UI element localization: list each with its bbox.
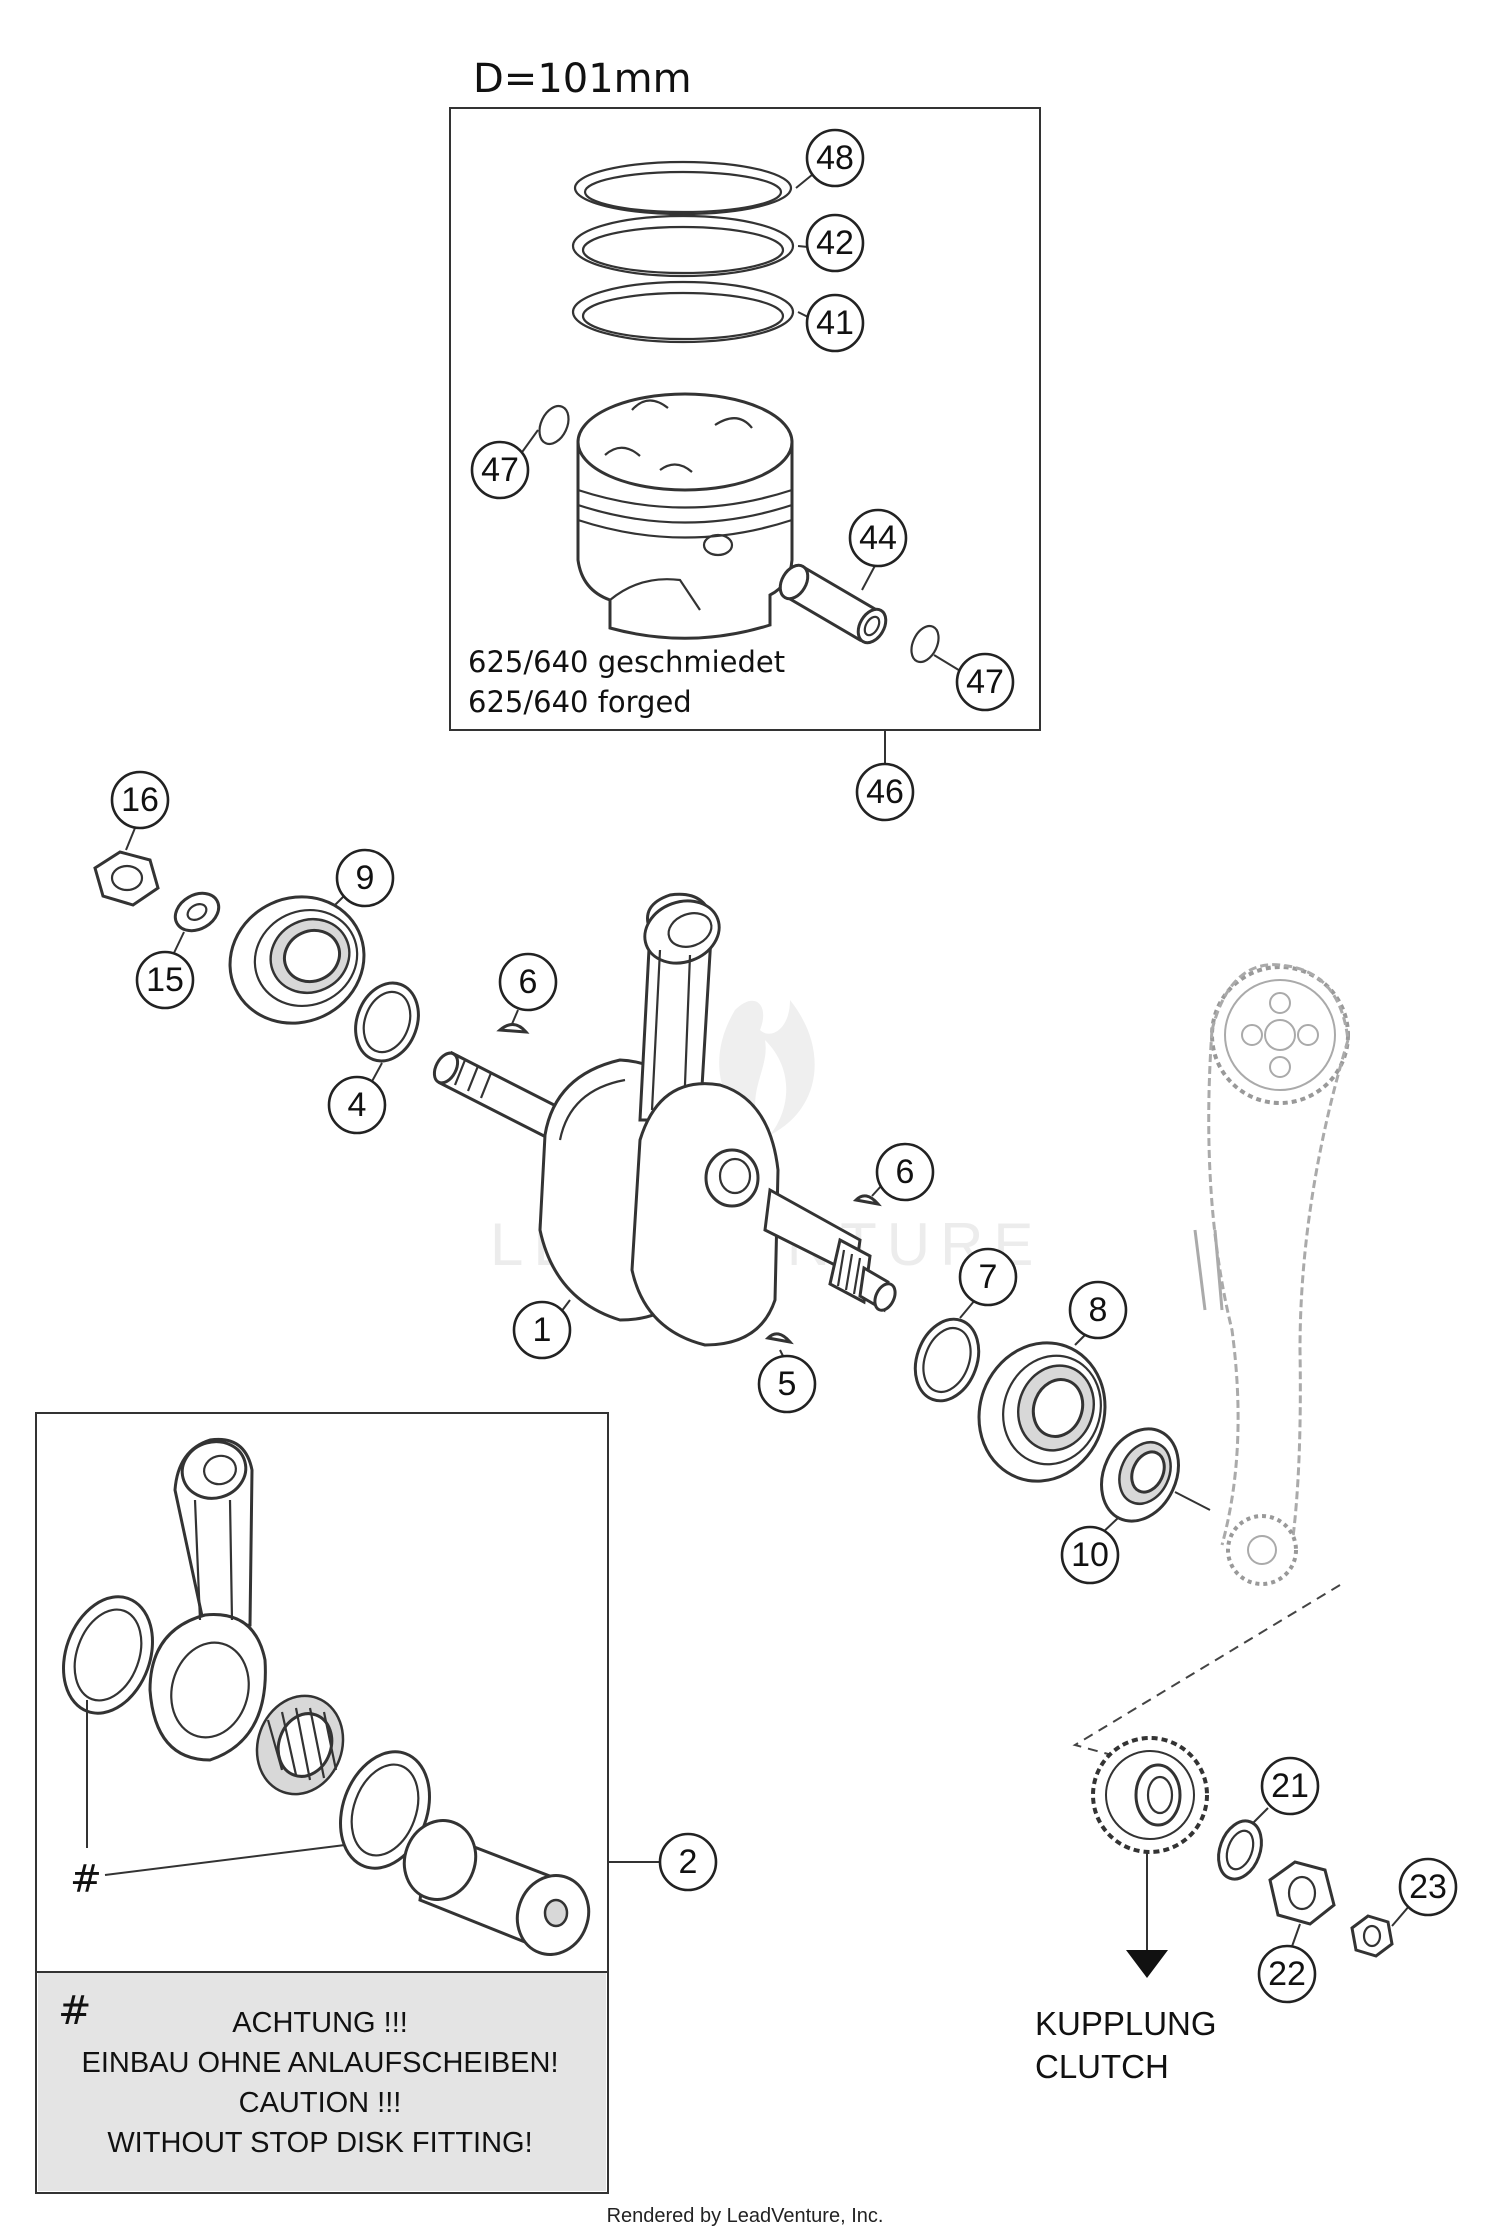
svg-text:16: 16 xyxy=(121,781,159,819)
svg-text:6: 6 xyxy=(519,963,538,1001)
key-left-part xyxy=(496,1023,530,1034)
small-nut-part xyxy=(1350,1914,1394,1958)
circlip-right-part xyxy=(910,624,940,664)
piston xyxy=(576,392,794,640)
piston-box: D=101mm xyxy=(449,56,1041,772)
label-10: 10 xyxy=(1060,1525,1120,1585)
note-line-3: CAUTION !!! xyxy=(239,2087,402,2119)
svg-text:42: 42 xyxy=(816,224,854,262)
note-background xyxy=(38,1972,606,2191)
lock-washer-part xyxy=(1217,1819,1263,1881)
gear-nut-part xyxy=(1268,1860,1336,1926)
variant-line-2: 625/640 forged xyxy=(468,685,692,719)
label-8: 8 xyxy=(1068,1280,1128,1340)
diameter-label: D=101mm xyxy=(473,56,692,102)
label-23: 23 xyxy=(1398,1857,1458,1917)
dashed-connector xyxy=(1072,1584,1341,1761)
label-46: 46 xyxy=(855,762,915,822)
label-48: 48 xyxy=(805,128,865,188)
svg-text:22: 22 xyxy=(1268,1955,1306,1993)
label-21: 21 xyxy=(1260,1756,1320,1816)
label-7: 7 xyxy=(958,1247,1018,1307)
label-42: 42 xyxy=(805,213,865,273)
crank-left-side xyxy=(93,827,530,1086)
piston-box-frame xyxy=(449,107,1041,731)
svg-text:5: 5 xyxy=(778,1365,797,1403)
label-2: 2 xyxy=(658,1832,718,1892)
label-6-left: 6 xyxy=(498,952,558,1012)
clutch-caption-en: CLUTCH xyxy=(1035,2048,1169,2085)
label-44: 44 xyxy=(848,508,908,568)
part-labels: 48 42 41 47 44 47 46 16 15 9 4 6 6 1 5 7… xyxy=(110,128,1458,2004)
label-47-right: 47 xyxy=(955,652,1015,712)
svg-text:47: 47 xyxy=(481,451,519,489)
circlip-left-part xyxy=(538,404,570,446)
nut-part xyxy=(93,850,160,907)
clutch-caption-de: KUPPLUNG xyxy=(1035,2005,1217,2042)
label-5: 5 xyxy=(757,1354,817,1414)
svg-text:23: 23 xyxy=(1409,1868,1447,1906)
credit-text: Rendered by LeadVenture, Inc. xyxy=(607,2205,884,2227)
hash-marker: # xyxy=(70,1857,102,1901)
washer-part xyxy=(173,891,221,933)
label-4: 4 xyxy=(327,1075,387,1135)
shim-right-part xyxy=(913,1317,981,1403)
svg-text:21: 21 xyxy=(1271,1767,1309,1805)
label-16: 16 xyxy=(110,770,170,830)
woodruff-key-part xyxy=(764,1332,794,1345)
label-1: 1 xyxy=(512,1300,572,1360)
svg-text:1: 1 xyxy=(533,1311,552,1349)
piston-pin xyxy=(778,563,888,645)
conrod-box-frame xyxy=(35,1412,609,2194)
svg-text:48: 48 xyxy=(816,139,854,177)
label-41: 41 xyxy=(805,293,865,353)
label-9: 9 xyxy=(335,848,395,908)
svg-text:9: 9 xyxy=(356,859,375,897)
label-47-left: 47 xyxy=(470,440,530,500)
svg-text:4: 4 xyxy=(348,1086,367,1124)
svg-text:46: 46 xyxy=(866,773,904,811)
label-15: 15 xyxy=(135,950,195,1010)
svg-text:15: 15 xyxy=(146,961,184,999)
svg-text:10: 10 xyxy=(1071,1536,1109,1574)
note-line-4: WITHOUT STOP DISK FITTING! xyxy=(107,2127,532,2159)
label-6-right: 6 xyxy=(875,1142,935,1202)
clutch-side-parts: KUPPLUNG CLUTCH xyxy=(1035,1736,1411,2085)
crankshaft-part xyxy=(432,892,897,1347)
key-right-part xyxy=(852,1194,882,1207)
svg-text:8: 8 xyxy=(1089,1291,1108,1329)
variant-line-1: 625/640 geschmiedet xyxy=(468,645,785,679)
label-22: 22 xyxy=(1257,1944,1317,2004)
svg-text:41: 41 xyxy=(816,304,854,342)
svg-text:6: 6 xyxy=(896,1153,915,1191)
piston-rings xyxy=(571,160,795,344)
svg-text:7: 7 xyxy=(979,1258,998,1296)
shim-left-part xyxy=(354,981,420,1063)
svg-text:2: 2 xyxy=(679,1843,698,1881)
note-line-2: EINBAU OHNE ANLAUFSCHEIBEN! xyxy=(82,2047,559,2079)
conrod-box: # # ACHTUNG !!! EINBAU OHNE ANLAUFSCHEIB… xyxy=(35,1412,660,2194)
note-line-1: ACHTUNG !!! xyxy=(232,2007,408,2039)
svg-text:47: 47 xyxy=(966,663,1004,701)
svg-text:44: 44 xyxy=(859,519,897,557)
timing-chain xyxy=(1174,963,1350,1586)
note-hash: # xyxy=(58,1988,92,2034)
